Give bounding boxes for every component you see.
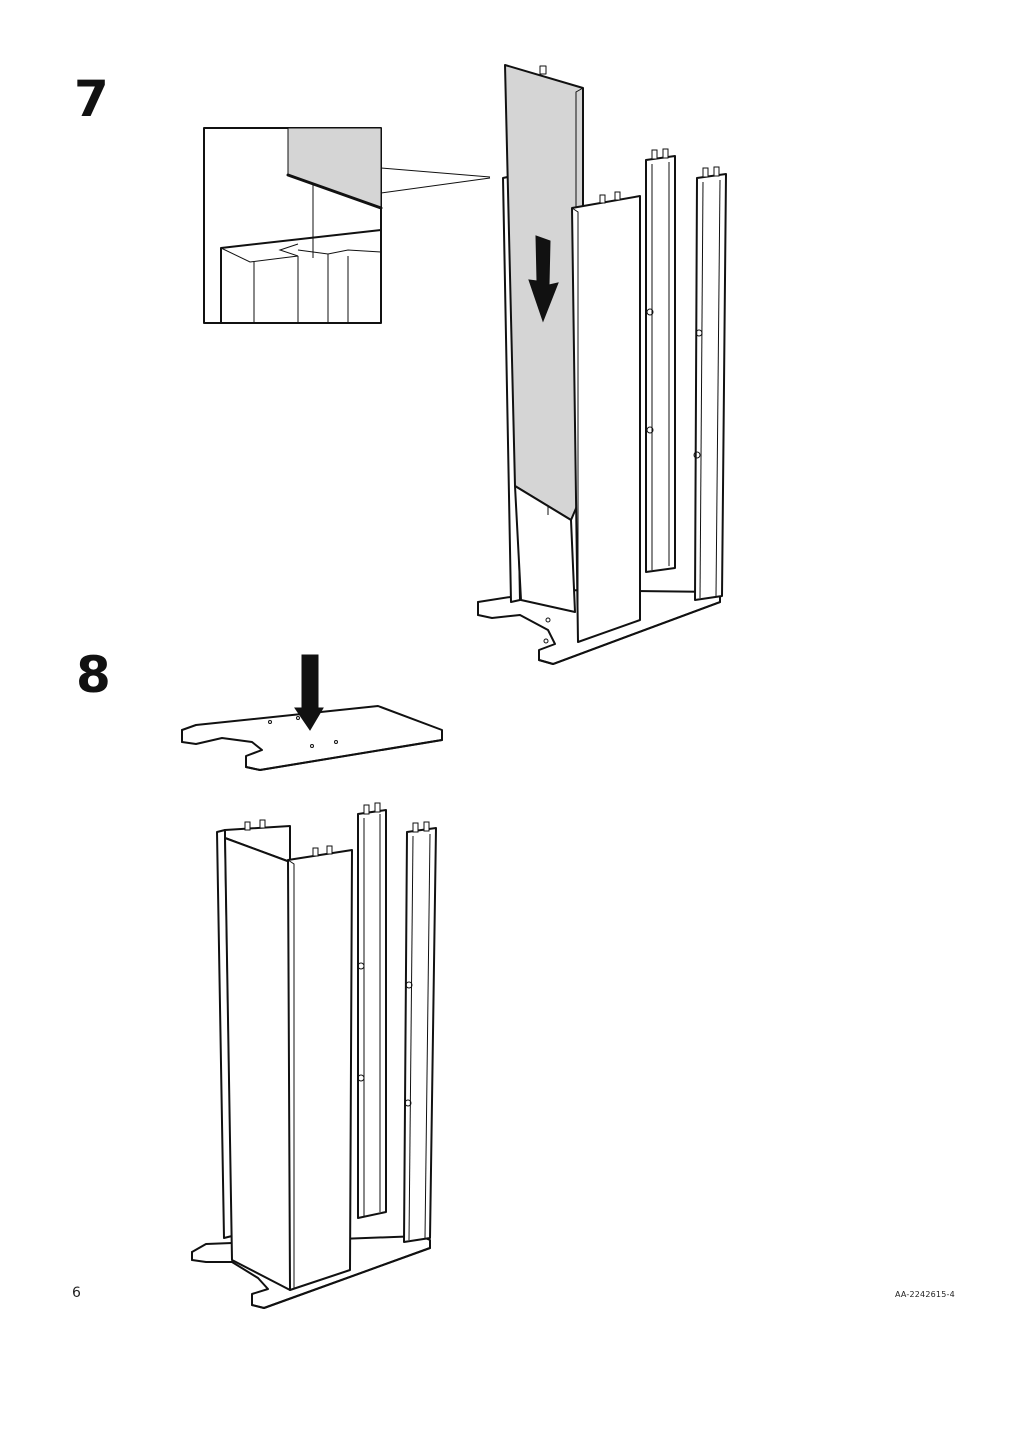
step-7-number: 7	[74, 70, 109, 128]
detail-callout	[203, 127, 491, 324]
step-7-illustration	[203, 64, 727, 665]
step-8-number: 8	[76, 646, 111, 704]
step-8-down-arrow-icon	[294, 654, 324, 731]
step-8-illustration	[181, 654, 443, 1309]
page-number: 6	[72, 1285, 81, 1301]
step-7-down-arrow-icon	[528, 235, 559, 323]
document-code: AA-2242615-4	[895, 1290, 955, 1299]
